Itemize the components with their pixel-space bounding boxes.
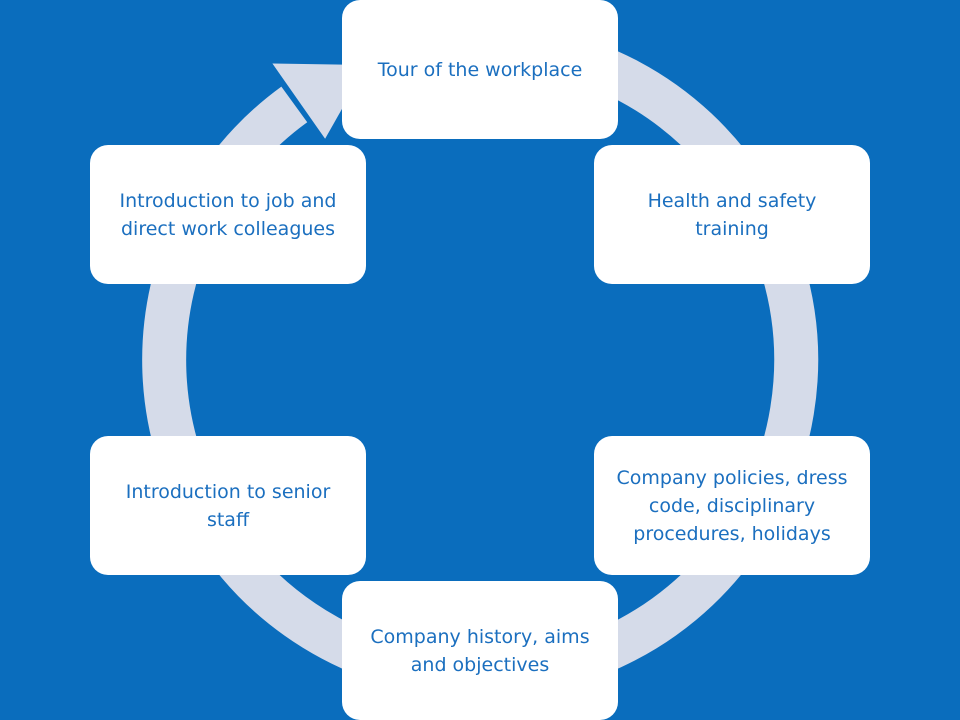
step-label: Tour of the workplace <box>377 58 583 81</box>
step-label: Health and safety training <box>647 189 817 240</box>
step-health-and-safety-training: Health and safety training <box>594 145 870 284</box>
step-company-history: Company history, aims and objectives <box>342 581 618 720</box>
step-label: Company policies, dress code, disciplina… <box>616 466 848 545</box>
step-tour-of-workplace: Tour of the workplace <box>342 0 618 139</box>
step-label: Introduction to senior staff <box>125 480 331 531</box>
step-introduction-to-job-and-colleagues: Introduction to job and direct work coll… <box>90 145 366 284</box>
step-introduction-to-senior-staff: Introduction to senior staff <box>90 436 366 575</box>
step-label: Company history, aims and objectives <box>370 625 590 676</box>
step-company-policies: Company policies, dress code, disciplina… <box>594 436 870 575</box>
step-label: Introduction to job and direct work coll… <box>119 189 337 240</box>
